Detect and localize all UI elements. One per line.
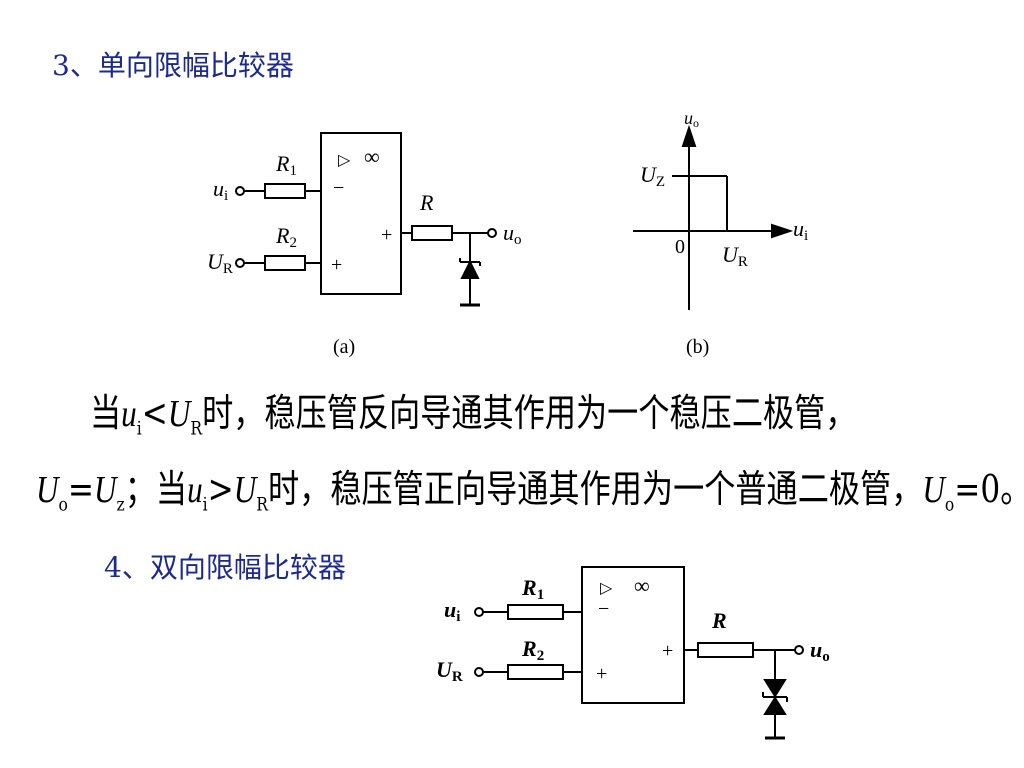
caption-b: (b) — [686, 336, 709, 358]
resistor-r-2 — [697, 642, 754, 658]
caption-a: (a) — [333, 336, 355, 358]
body-line-1: 当ui<UR时，稳压管反向导通其作用为一个稳压二极管， — [90, 391, 857, 440]
circuit-a — [235, 132, 497, 307]
resistor-r1 — [264, 183, 306, 199]
svg-text:+: + — [381, 224, 392, 246]
resistor-r1-2 — [507, 604, 564, 620]
circuit-bipolar — [474, 566, 804, 740]
svg-text:−: − — [333, 177, 344, 199]
label-y-axis: uo — [684, 108, 699, 130]
label-uo: uo — [503, 220, 522, 248]
svg-text:−: − — [598, 598, 609, 620]
resistor-r — [411, 225, 453, 241]
zener-diode — [460, 259, 480, 279]
label-ur-2: UR — [436, 657, 463, 685]
svg-text:+: + — [596, 663, 607, 685]
svg-text:∞: ∞ — [634, 573, 650, 598]
resistor-r2 — [264, 255, 306, 271]
resistor-r2-2 — [507, 664, 564, 680]
graph-b — [633, 124, 794, 310]
opamp-triangle-icon: ▷ — [338, 152, 351, 169]
label-uo-2: uo — [810, 637, 830, 665]
label-ui: ui — [213, 176, 228, 204]
heading-single-limiter: 3、单向限幅比较器 — [52, 49, 294, 82]
label-r2: R2 — [275, 223, 297, 251]
svg-text:+: + — [662, 640, 673, 662]
label-r-2: R — [711, 608, 727, 633]
op-amp-box-2 — [581, 566, 685, 704]
label-ui-2: ui — [444, 597, 460, 625]
svg-text:+: + — [331, 254, 342, 276]
heading-bipolar-limiter: 4、双向限幅比较器 — [104, 551, 346, 584]
label-r2-2: R2 — [521, 636, 544, 664]
label-r: R — [419, 190, 434, 215]
op-amp-box — [320, 132, 402, 295]
zener-diode-upper — [763, 679, 787, 698]
label-origin: 0 — [675, 236, 685, 258]
label-x-axis: ui — [793, 216, 808, 244]
label-uz: UZ — [640, 162, 665, 190]
svg-text:∞: ∞ — [364, 144, 380, 169]
label-ur-axis: UR — [722, 242, 748, 270]
label-r1-2: R1 — [521, 575, 544, 603]
label-ur: UR — [207, 249, 233, 277]
opamp-triangle-icon-2: ▷ — [600, 580, 613, 597]
label-r1: R1 — [275, 151, 297, 179]
zener-diode-lower — [763, 696, 787, 715]
body-line-2: Uo=Uz；当ui>UR时，稳压管正向导通其作用为一个普通二极管，Uo=0。 — [36, 467, 1024, 516]
